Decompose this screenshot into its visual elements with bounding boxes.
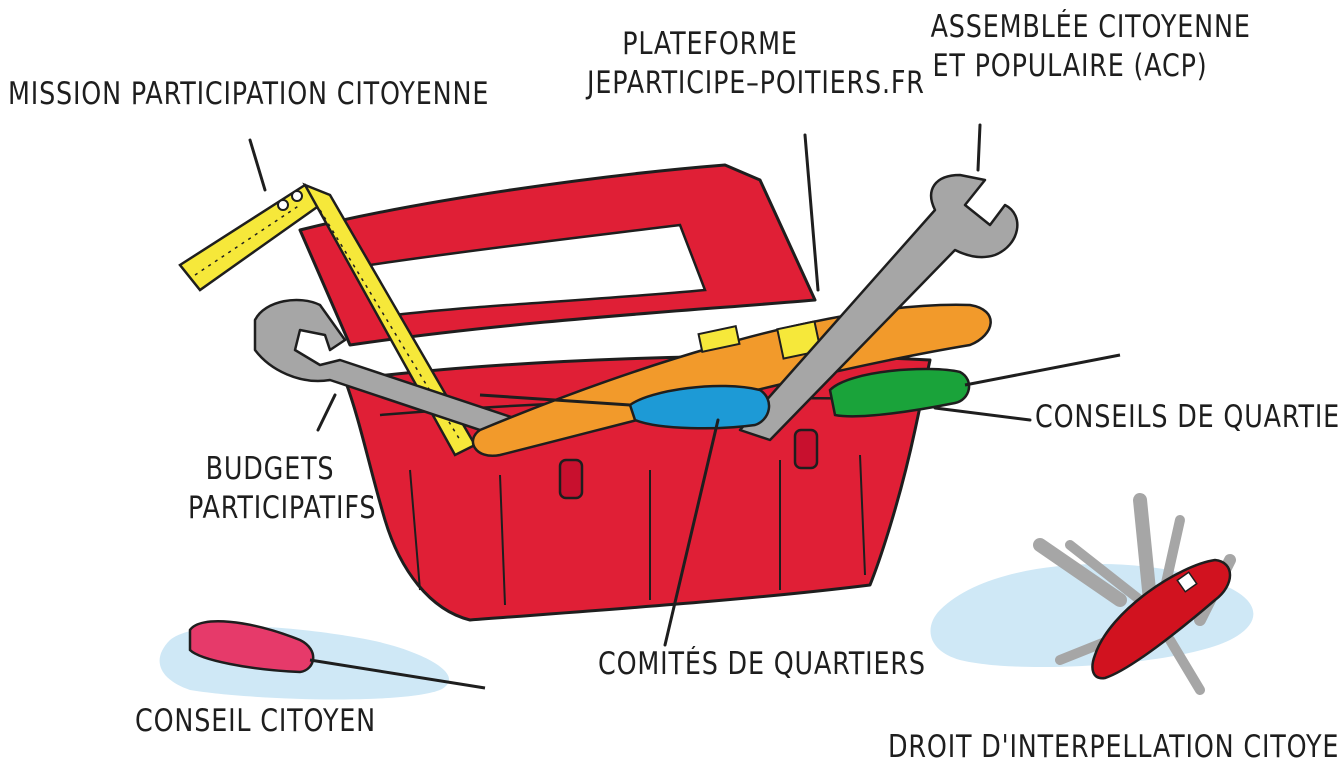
label-budgets-line2: PARTICIPATIFS: [188, 489, 352, 528]
label-plateforme: PLATEFORME JEPARTICIPE–POITIERS.FR: [587, 25, 833, 103]
label-plateforme-line2: JEPARTICIPE–POITIERS.FR: [587, 64, 833, 103]
label-plateforme-line1: PLATEFORME: [587, 25, 833, 64]
label-conseil-citoyen: CONSEIL CITOYEN: [135, 702, 376, 741]
label-mission: MISSION PARTICIPATION CITOYENNE: [8, 75, 489, 114]
label-droit: DROIT D'INTERPELLATION CITOYENNE: [888, 728, 1341, 767]
label-budgets: BUDGETS PARTICIPATIFS: [188, 450, 352, 528]
label-acp-line2: ET POPULAIRE (ACP): [931, 47, 1210, 86]
label-comites: COMITÉS DE QUARTIERS: [598, 645, 926, 684]
label-acp: ASSEMBLÉE CITOYENNE ET POPULAIRE (ACP): [931, 8, 1210, 86]
label-acp-line1: ASSEMBLÉE CITOYENNE: [931, 8, 1210, 47]
label-conseils-quartiers: CONSEILS DE QUARTIERS: [1035, 398, 1341, 437]
label-budgets-line1: BUDGETS: [188, 450, 352, 489]
